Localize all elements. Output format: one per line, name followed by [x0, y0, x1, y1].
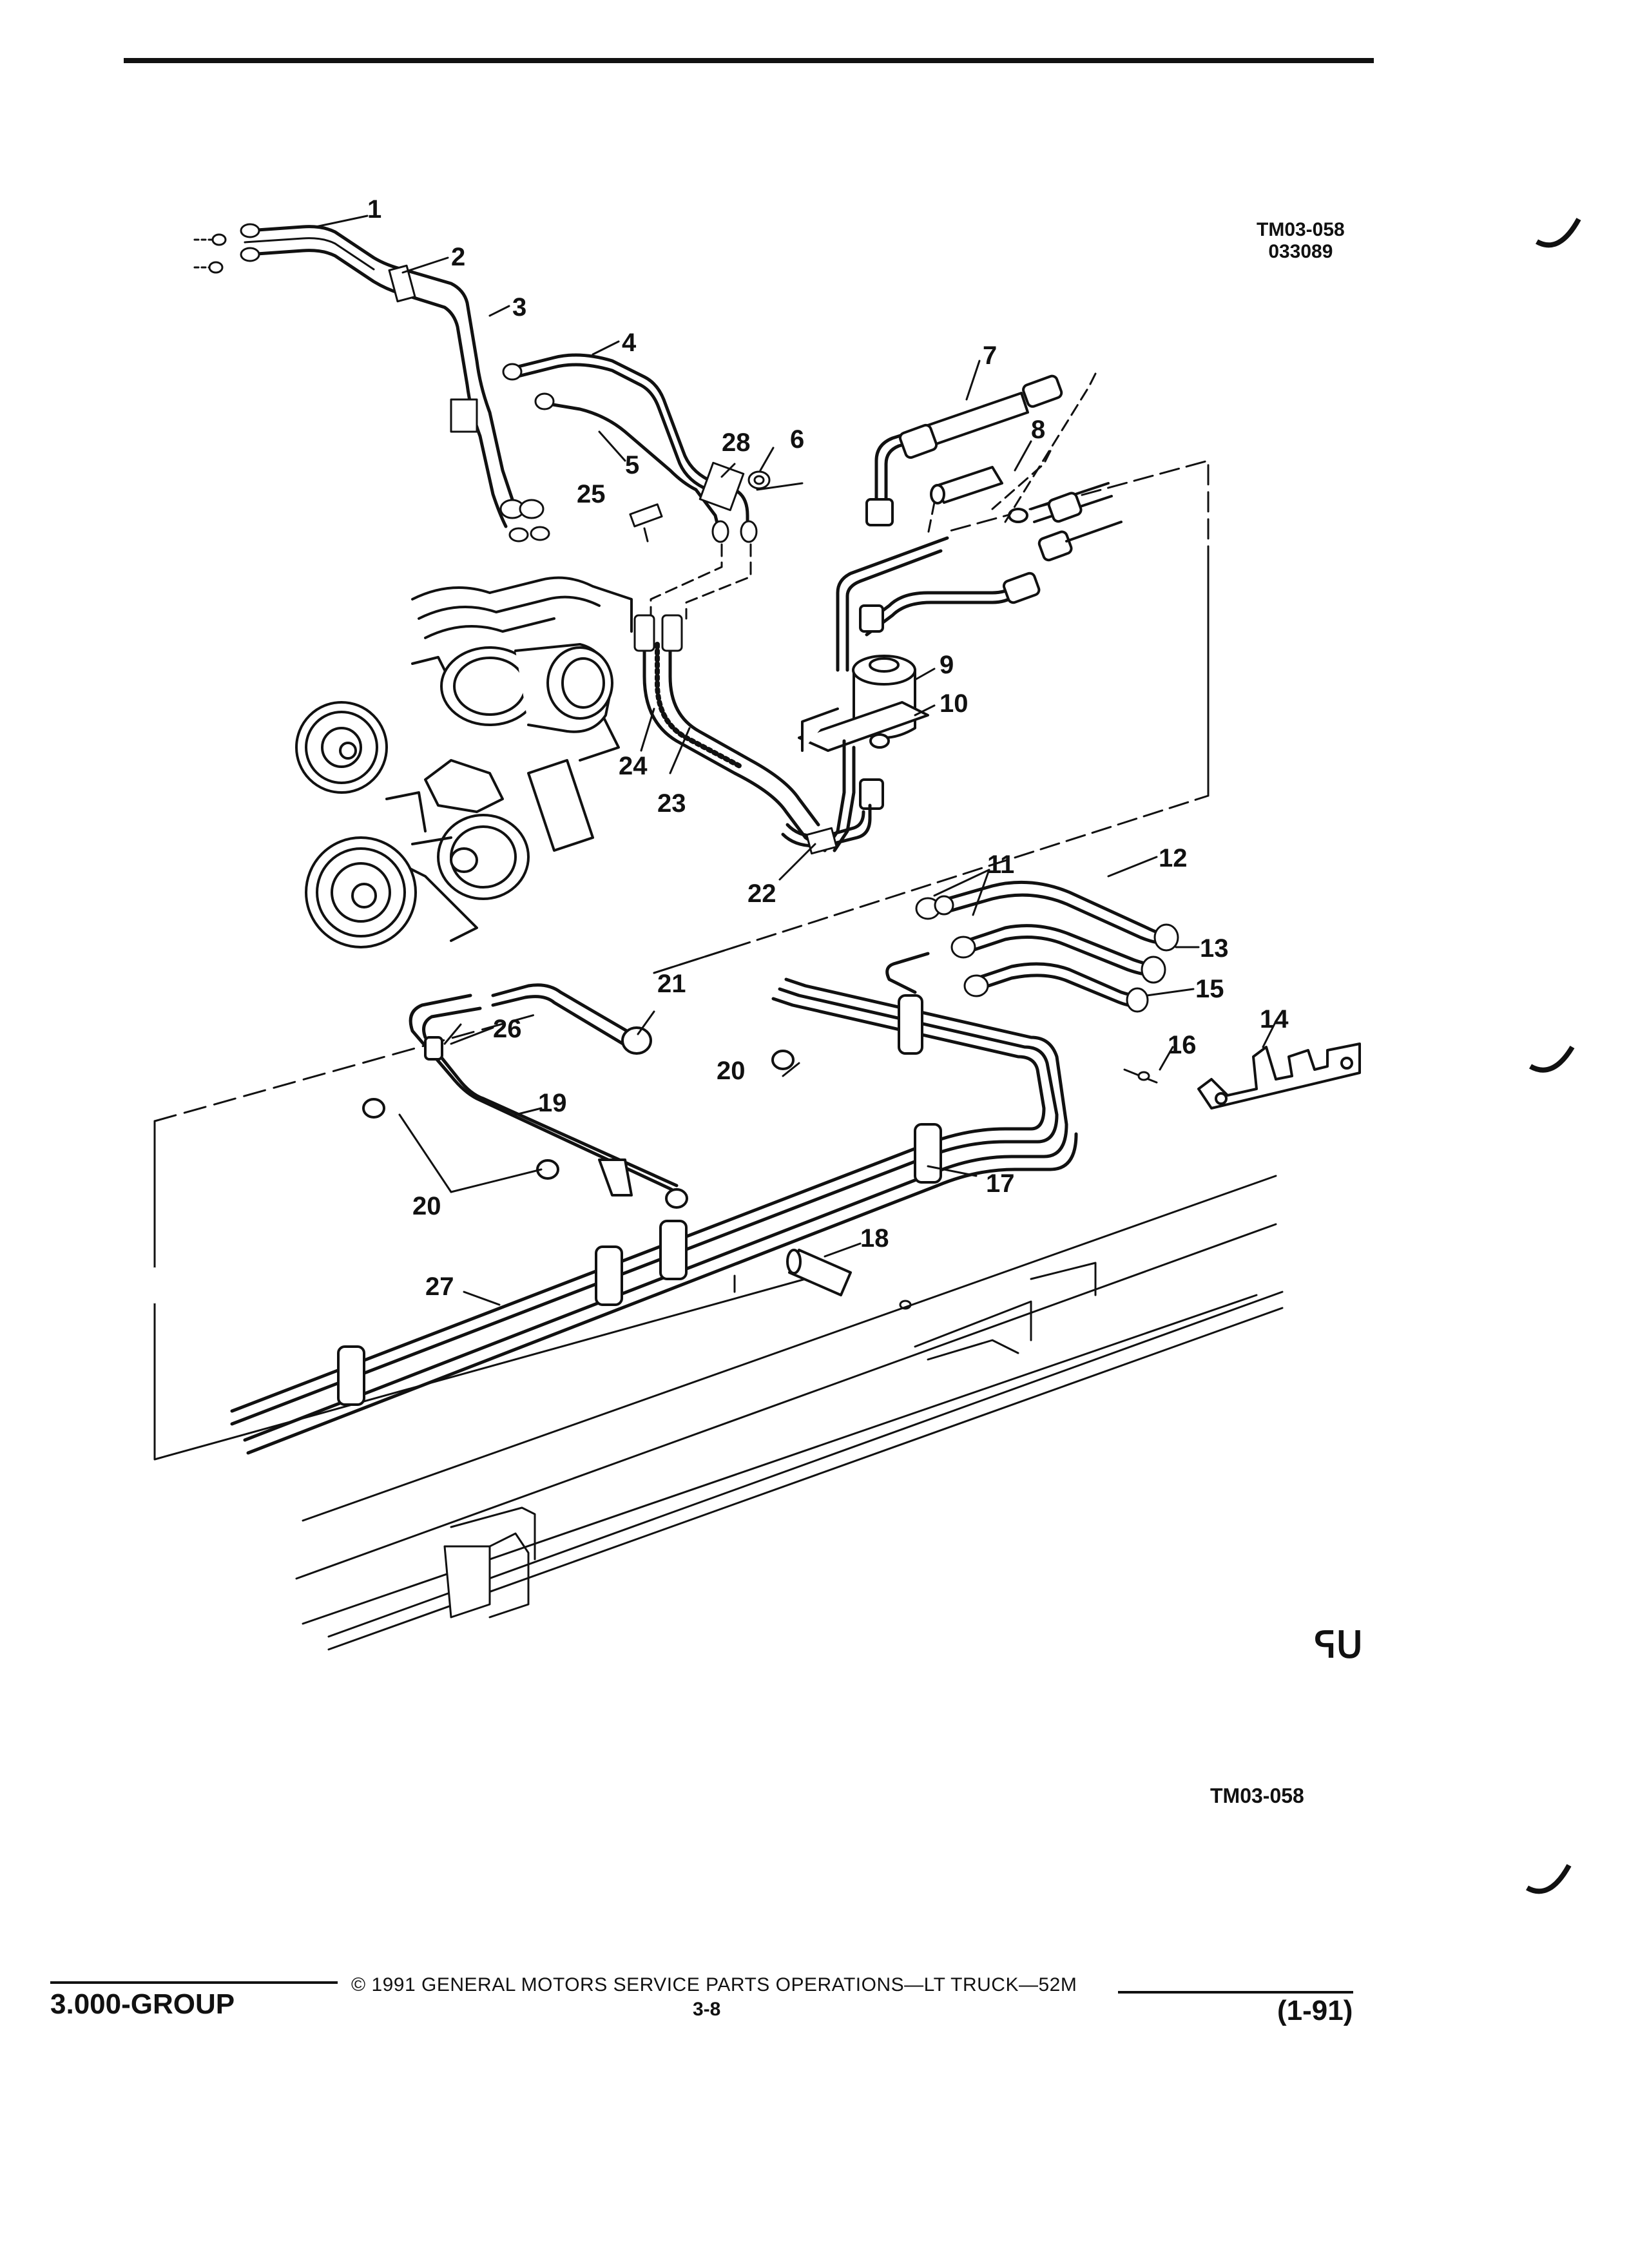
- line-7: [836, 431, 1017, 672]
- callout-20a: 20: [717, 1057, 746, 1085]
- callout-17: 17: [986, 1169, 1015, 1198]
- callout-20b: 20: [412, 1192, 441, 1220]
- footer-rule-left: [50, 1981, 338, 1984]
- sleeve-18: [786, 1249, 852, 1296]
- callout-21: 21: [657, 970, 686, 998]
- footer-page-number: 3-8: [693, 1999, 721, 2020]
- callout-27: 27: [425, 1273, 454, 1301]
- callout-10: 10: [940, 689, 969, 718]
- footer-group: 3.000-GROUP: [50, 1988, 235, 2020]
- footer-copyright: © 1991 GENERAL MOTORS SERVICE PARTS OPER…: [351, 1974, 1077, 1995]
- gm-logo-icon: ᕋᑌ: [1315, 1624, 1363, 1665]
- callout-11: 11: [987, 850, 1014, 879]
- hose-fittings-right: [915, 895, 1179, 1013]
- lower-enclosure: [153, 1014, 807, 1461]
- line-1-fittings: [193, 223, 550, 543]
- callout-14: 14: [1260, 1005, 1289, 1033]
- callout-8: 8: [1031, 416, 1045, 444]
- engine-block: [295, 576, 633, 948]
- binding-mark: [1529, 1045, 1575, 1073]
- clip-16: [1123, 1068, 1158, 1084]
- callout-labels: 1 2 3 4 5 6 7 8 9 10 11 12 13 14 15 16 1…: [367, 195, 1289, 1301]
- top-rule: [124, 58, 1374, 63]
- fitting-cluster-right: [1008, 482, 1123, 562]
- upper-enclosure: [653, 459, 1210, 974]
- fuel-filter-9: [798, 655, 929, 752]
- figure-id-bottom: TM03-058: [1210, 1784, 1304, 1807]
- line-7-hose: [859, 374, 1063, 810]
- line-1: [244, 225, 517, 528]
- binding-mark: [1526, 1864, 1572, 1894]
- binding-mark: [1536, 218, 1581, 248]
- callout-18: 18: [860, 1224, 889, 1253]
- callout-5: 5: [625, 451, 639, 479]
- leaders: [314, 215, 1277, 1306]
- dashed-7-8: [927, 372, 1097, 536]
- callout-26: 26: [493, 1015, 522, 1043]
- callout-4: 4: [622, 329, 637, 357]
- footer-rule-right: [1118, 1991, 1353, 1994]
- clamp-22: [805, 827, 838, 855]
- hose-23-24: [642, 623, 827, 852]
- figure-date-code: 033089: [1268, 241, 1333, 262]
- callout-9: 9: [940, 651, 954, 679]
- callout-22: 22: [747, 879, 776, 908]
- callout-3: 3: [512, 293, 526, 322]
- callout-28: 28: [722, 428, 751, 457]
- callout-1: 1: [367, 195, 381, 224]
- callout-12: 12: [1159, 844, 1188, 872]
- figure-id-top: TM03-058 033089: [1257, 219, 1345, 263]
- callout-13: 13: [1200, 934, 1229, 963]
- lower-clamps: [337, 994, 942, 1406]
- callout-7: 7: [983, 341, 997, 370]
- callout-25: 25: [577, 480, 606, 508]
- callout-24: 24: [619, 752, 648, 780]
- bracket-14: [1197, 1043, 1361, 1110]
- callout-2: 2: [451, 243, 465, 271]
- item-8: [930, 466, 1003, 505]
- callout-6: 6: [790, 425, 804, 454]
- line-4-5: [514, 353, 749, 530]
- line-4-5-fittings: [502, 363, 758, 543]
- frame-rail: [295, 1175, 1284, 1651]
- callout-23: 23: [657, 789, 686, 818]
- nut-6: [747, 470, 771, 490]
- footer-date: (1-91): [1277, 1995, 1353, 2026]
- hose-fittings: [633, 614, 683, 652]
- callout-15: 15: [1195, 975, 1224, 1003]
- dashed-connectors: [650, 543, 752, 620]
- figure-id: TM03-058: [1257, 219, 1345, 240]
- callout-16: 16: [1168, 1031, 1197, 1059]
- callout-19: 19: [538, 1089, 567, 1117]
- stud-25: [629, 503, 663, 528]
